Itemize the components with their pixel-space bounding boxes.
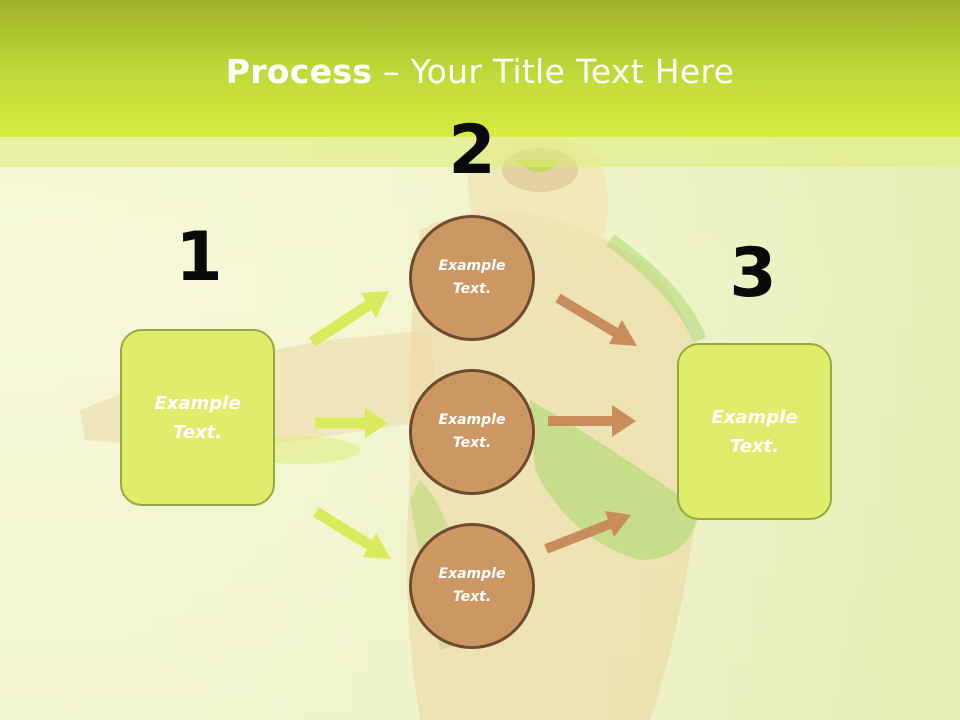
step-2-circle-middle[interactable]: Example Text. bbox=[409, 369, 535, 495]
step-2-circle-bottom[interactable]: Example Text. bbox=[409, 523, 535, 649]
arrow-from-circle-top bbox=[555, 293, 637, 346]
step-1-box[interactable]: Example Text. bbox=[120, 329, 275, 506]
title-bar bbox=[0, 0, 960, 137]
arrow-to-circle-middle bbox=[315, 408, 388, 438]
arrow-from-circle-middle bbox=[548, 405, 636, 437]
step-1-label: Example Text. bbox=[154, 392, 241, 443]
slide-title: Process – Your Title Text Here bbox=[0, 52, 960, 91]
circle-bottom-label: Example Text. bbox=[438, 566, 506, 605]
title-bold: Process bbox=[225, 52, 373, 91]
title-strip bbox=[0, 137, 960, 167]
arrow-from-circle-bottom bbox=[544, 511, 631, 554]
circle-top-label: Example Text. bbox=[438, 258, 506, 297]
step-number-1: 1 bbox=[175, 218, 223, 297]
step-2-circle-top[interactable]: Example Text. bbox=[409, 215, 535, 341]
step-3-label: Example Text. bbox=[711, 406, 798, 457]
step-number-3: 3 bbox=[729, 234, 777, 313]
circle-middle-label: Example Text. bbox=[438, 412, 506, 451]
step-3-box[interactable]: Example Text. bbox=[677, 343, 832, 520]
arrow-to-circle-bottom bbox=[313, 507, 391, 559]
arrow-to-circle-top bbox=[309, 291, 389, 347]
title-rest: – Your Title Text Here bbox=[372, 52, 735, 91]
step-number-2: 2 bbox=[448, 111, 496, 190]
